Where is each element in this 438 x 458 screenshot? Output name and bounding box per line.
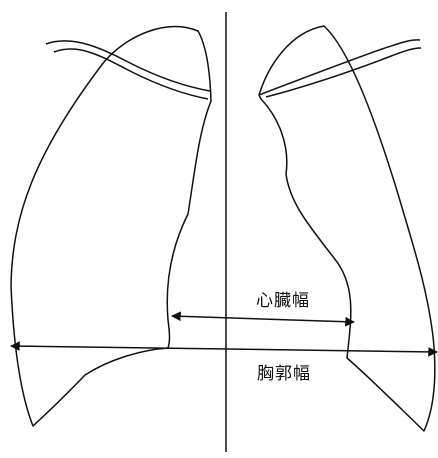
right-clavicle-lower-edge bbox=[54, 49, 208, 99]
thoracic-width-arrow bbox=[11, 346, 437, 352]
left-clavicle-lower-edge bbox=[266, 48, 421, 97]
left-clavicle bbox=[259, 40, 420, 95]
cardiac-width-label: 心臓幅 bbox=[256, 293, 310, 310]
thoracic-width-label: 胸郭幅 bbox=[257, 366, 311, 383]
right-lung-outline bbox=[11, 27, 211, 426]
cardiac-width-arrow bbox=[172, 316, 354, 322]
